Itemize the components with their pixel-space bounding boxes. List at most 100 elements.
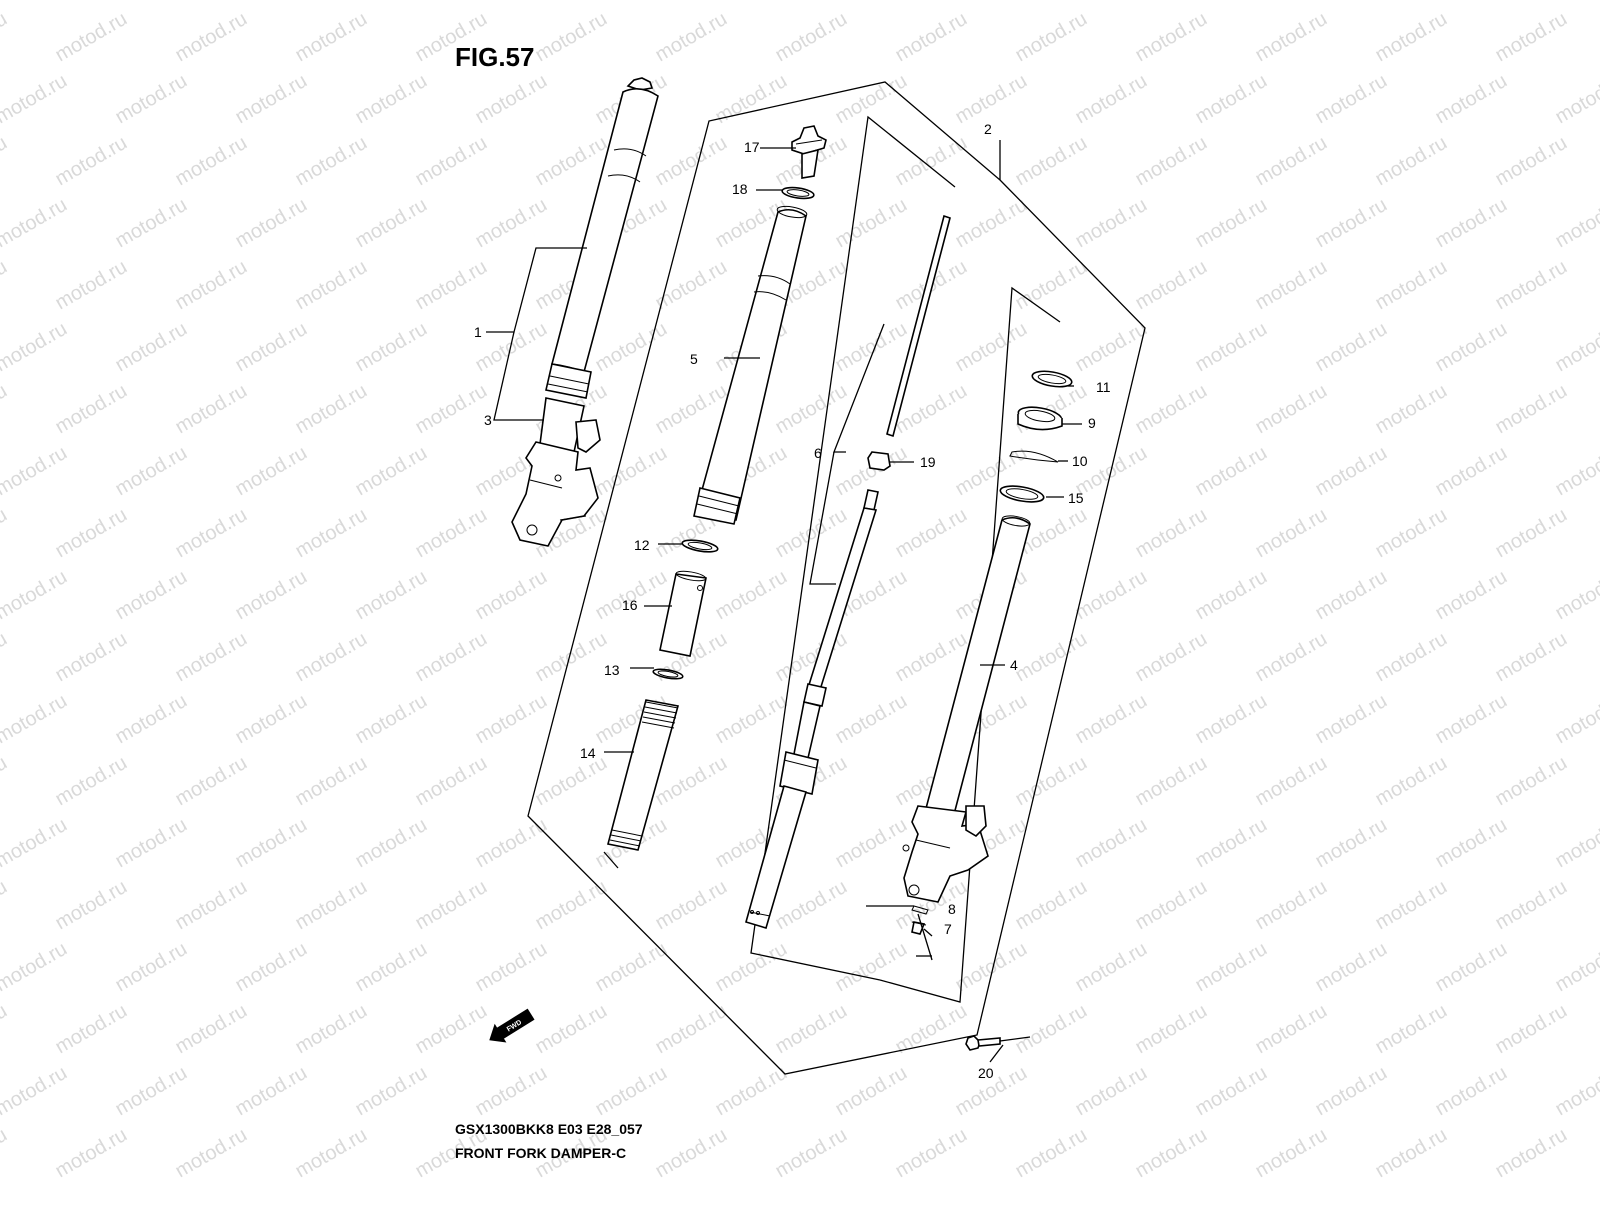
watermark-text: motod.ru [1192, 566, 1271, 625]
watermark-text: motod.ru [1492, 504, 1571, 563]
watermark-text: motod.ru [1432, 318, 1511, 377]
watermark-text: motod.ru [352, 70, 431, 129]
watermark-text: motod.ru [292, 256, 371, 315]
callout-3: 3 [484, 412, 492, 428]
watermark-text: motod.ru [1072, 814, 1151, 873]
watermark-text: motod.ru [412, 1000, 491, 1059]
callout-20: 20 [978, 1065, 994, 1081]
watermark-text: motod.ru [1012, 1000, 1091, 1059]
watermark-text: motod.ru [1312, 814, 1391, 873]
watermark-text: motod.ru [0, 380, 11, 439]
watermark-text: motod.ru [172, 8, 251, 67]
watermark-text: motod.ru [352, 0, 431, 4]
axle-bolt-part-20 [966, 1036, 1000, 1050]
watermark-text: motod.ru [1132, 132, 1211, 191]
watermark-text: motod.ru [1552, 1062, 1600, 1121]
watermark-text: motod.ru [472, 1062, 551, 1121]
watermark-text: motod.ru [1192, 690, 1271, 749]
watermark-text: motod.ru [1312, 1062, 1391, 1121]
watermark-text: motod.ru [1432, 70, 1511, 129]
watermark-text: motod.ru [1252, 1000, 1331, 1059]
watermark-text: motod.ru [472, 814, 551, 873]
fwd-badge: FWD [485, 1006, 536, 1048]
callout-10: 10 [1072, 453, 1088, 469]
watermark-text: motod.ru [472, 566, 551, 625]
watermark-text: motod.ru [1072, 194, 1151, 253]
watermark-text: motod.ru [712, 938, 791, 997]
watermark-text: motod.ru [172, 380, 251, 439]
watermark-text: motod.ru [1552, 690, 1600, 749]
watermark-text: motod.ru [1492, 1000, 1571, 1059]
watermark-text: motod.ru [1492, 1124, 1571, 1183]
watermark-text: motod.ru [1492, 380, 1571, 439]
watermark-text: motod.ru [0, 256, 11, 315]
watermark-text: motod.ru [1432, 1062, 1511, 1121]
watermark-text: motod.ru [532, 752, 611, 811]
watermark-text: motod.ru [712, 566, 791, 625]
watermark-text: motod.ru [0, 938, 71, 997]
watermark-text: motod.ru [0, 1062, 71, 1121]
watermark-text: motod.ru [172, 1124, 251, 1183]
watermark-text: motod.ru [112, 566, 191, 625]
o-ring-part-18 [781, 186, 814, 200]
watermark-text: motod.ru [232, 1062, 311, 1121]
callout-5: 5 [690, 351, 698, 367]
watermark-text: motod.ru [292, 752, 371, 811]
watermark-text: motod.ru [1012, 752, 1091, 811]
watermark-text: motod.ru [1312, 442, 1391, 501]
watermark-text: motod.ru [1432, 938, 1511, 997]
watermark-text: motod.ru [952, 318, 1031, 377]
callout-7: 7 [944, 921, 952, 937]
watermark-text: motod.ru [112, 194, 191, 253]
watermark-text: motod.ru [772, 1124, 851, 1183]
watermark-text: motod.ru [0, 814, 71, 873]
watermark-text: motod.ru [172, 876, 251, 935]
watermark-text: motod.ru [1372, 504, 1451, 563]
watermark-text: motod.ru [592, 566, 671, 625]
watermark-text: motod.ru [112, 1062, 191, 1121]
watermark-text: motod.ru [1552, 938, 1600, 997]
callout-9: 9 [1088, 415, 1096, 431]
watermark-text: motod.ru [412, 504, 491, 563]
watermark-text: motod.ru [1192, 814, 1271, 873]
lock-nut-part-19 [868, 452, 890, 470]
dust-seal-part-15 [999, 483, 1045, 504]
watermark-text: motod.ru [1552, 566, 1600, 625]
watermark-text: motod.ru [1552, 814, 1600, 873]
watermark-text: motod.ru [292, 876, 371, 935]
watermark-text: motod.ru [172, 132, 251, 191]
watermark-text: motod.ru [52, 1000, 131, 1059]
watermark-text: motod.ru [532, 628, 611, 687]
callout-14: 14 [580, 745, 596, 761]
watermark-text: motod.ru [772, 8, 851, 67]
watermark-text: motod.ru [52, 1124, 131, 1183]
watermark-text: motod.ru [892, 8, 971, 67]
watermark-text: motod.ru [1072, 70, 1151, 129]
watermark-text: motod.ru [52, 132, 131, 191]
watermark-text: motod.ru [1492, 628, 1571, 687]
watermark-text: motod.ru [1132, 1124, 1211, 1183]
watermark-text: motod.ru [352, 690, 431, 749]
watermark-text: motod.ru [1252, 8, 1331, 67]
watermark-text: motod.ru [412, 876, 491, 935]
watermark-text: motod.ru [1372, 256, 1451, 315]
watermark-text: motod.ru [712, 1062, 791, 1121]
watermark-text: motod.ru [952, 0, 1031, 4]
watermark-text: motod.ru [652, 8, 731, 67]
watermark-text: motod.ru [532, 8, 611, 67]
watermark-text: motod.ru [1252, 628, 1331, 687]
watermark-text: motod.ru [352, 318, 431, 377]
watermark-text: motod.ru [712, 70, 791, 129]
callout-2: 2 [984, 121, 992, 137]
watermark-text: motod.ru [592, 0, 671, 4]
watermark-text: motod.ru [412, 628, 491, 687]
watermark-text: motod.ru [1012, 628, 1091, 687]
watermark-text: motod.ru [1192, 318, 1271, 377]
watermark-text: motod.ru [232, 318, 311, 377]
watermark-text: motod.ru [952, 70, 1031, 129]
watermark-text: motod.ru [892, 132, 971, 191]
watermark-text: motod.ru [292, 8, 371, 67]
callout-12: 12 [634, 537, 650, 553]
watermark-text: motod.ru [1492, 132, 1571, 191]
